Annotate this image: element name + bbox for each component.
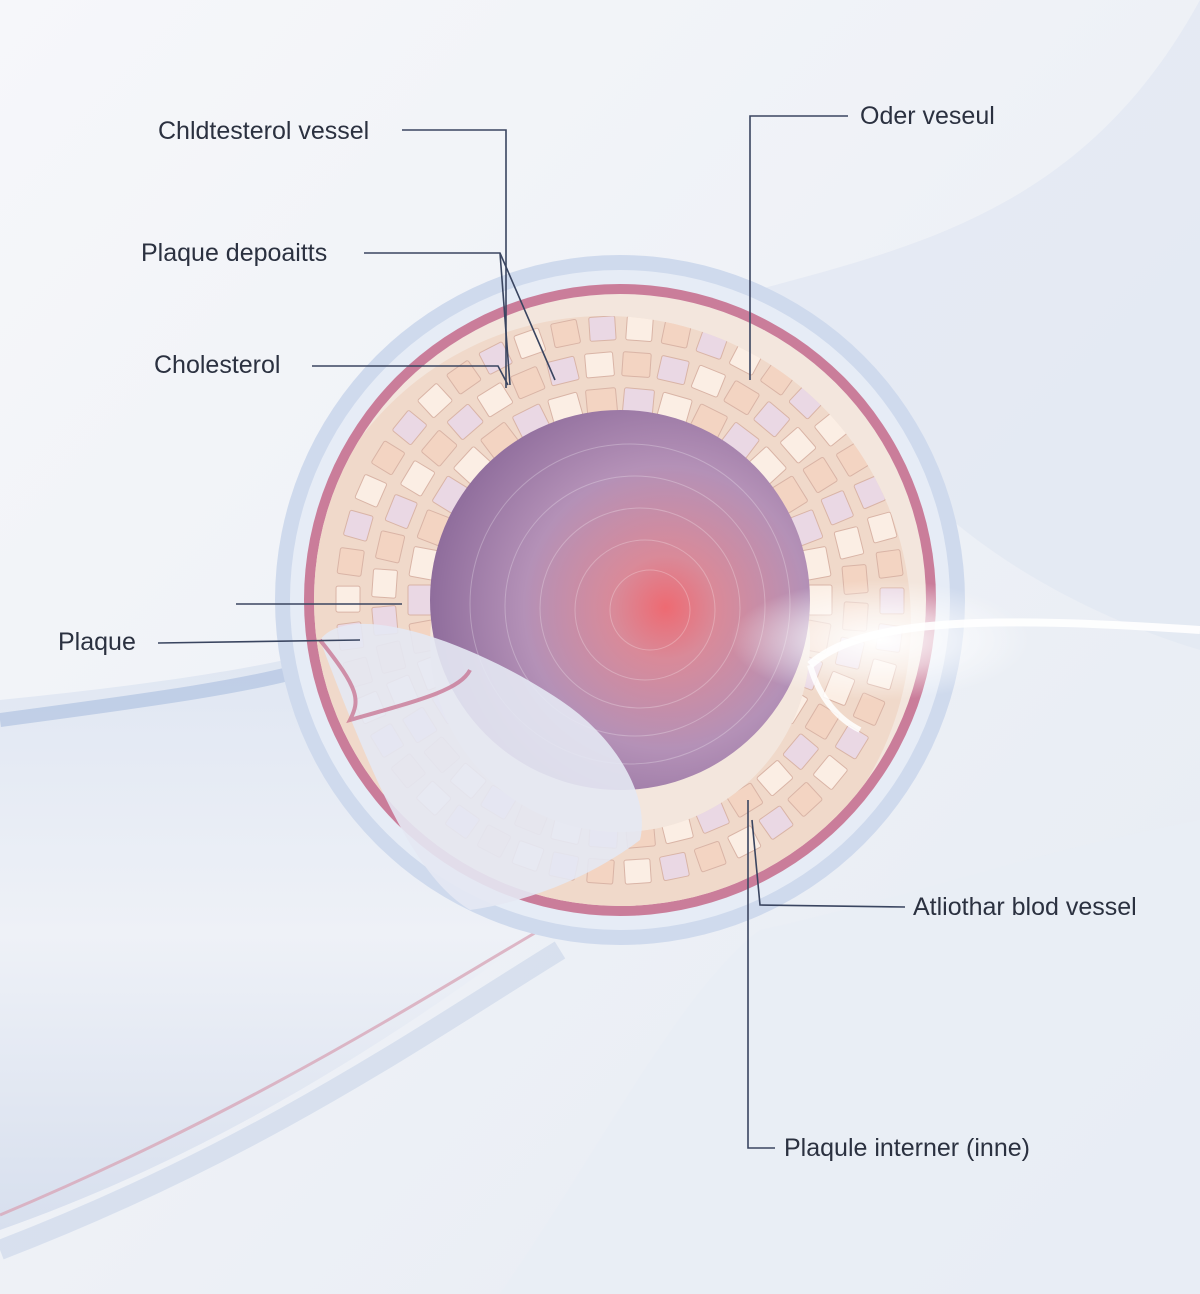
label-cholesterol: Cholesterol bbox=[154, 351, 281, 379]
plaque-block bbox=[787, 782, 823, 817]
leader-lines bbox=[157, 115, 906, 1149]
plaque-block bbox=[691, 364, 726, 398]
plaque-block bbox=[727, 825, 762, 859]
label-outer-vessel: Oder veseul bbox=[860, 102, 995, 130]
plaque-block bbox=[656, 355, 690, 386]
plaque-block bbox=[758, 805, 794, 840]
plaque-block bbox=[588, 316, 617, 342]
plaque-block bbox=[780, 427, 817, 464]
plaque-block bbox=[335, 585, 361, 613]
plaque-block bbox=[417, 383, 453, 418]
label-plaque: Plaque bbox=[58, 628, 136, 656]
plaque-block bbox=[813, 755, 848, 790]
plaque-block bbox=[421, 430, 458, 467]
plaque-block bbox=[659, 852, 690, 881]
plaque-block bbox=[621, 351, 652, 378]
plaque-block bbox=[447, 403, 484, 440]
label-blood-vessel: Atliothar blod vessel bbox=[913, 893, 1137, 921]
plaque-block bbox=[867, 511, 898, 544]
plaque-block bbox=[354, 474, 387, 508]
plaque-block bbox=[584, 351, 615, 379]
plaque-block bbox=[694, 841, 727, 873]
plaque-block bbox=[392, 410, 427, 445]
plaque-block bbox=[407, 584, 433, 616]
plaque-block bbox=[384, 494, 418, 529]
plaque-block bbox=[477, 382, 513, 418]
plaque-block bbox=[625, 316, 654, 342]
plaque-block bbox=[756, 760, 793, 797]
plaque-block bbox=[513, 327, 546, 359]
plaque-block bbox=[343, 509, 374, 542]
plaque-block bbox=[782, 733, 819, 770]
plaque-block bbox=[375, 530, 406, 564]
plaque-block bbox=[833, 526, 865, 560]
plaque-block bbox=[802, 457, 838, 493]
plaque-block bbox=[336, 547, 365, 577]
plaque-block bbox=[371, 440, 405, 476]
label-plaque-deposits: Plaque depoaitts bbox=[141, 239, 328, 267]
plaque-block bbox=[400, 460, 435, 497]
plaque-block bbox=[510, 366, 546, 400]
plaque-block bbox=[820, 490, 854, 526]
label-plaque-interner: Plaqule interner (inne) bbox=[784, 1134, 1030, 1162]
label-cholesterol-vessel: Chldtesterol vessel bbox=[158, 117, 370, 145]
plaque-block bbox=[753, 401, 790, 438]
plaque-block bbox=[723, 380, 760, 415]
plaque-block bbox=[371, 568, 398, 599]
plaque-block bbox=[875, 549, 904, 579]
plaque-block bbox=[446, 360, 482, 395]
plaque-block bbox=[623, 858, 652, 885]
plaque-block bbox=[550, 319, 581, 348]
